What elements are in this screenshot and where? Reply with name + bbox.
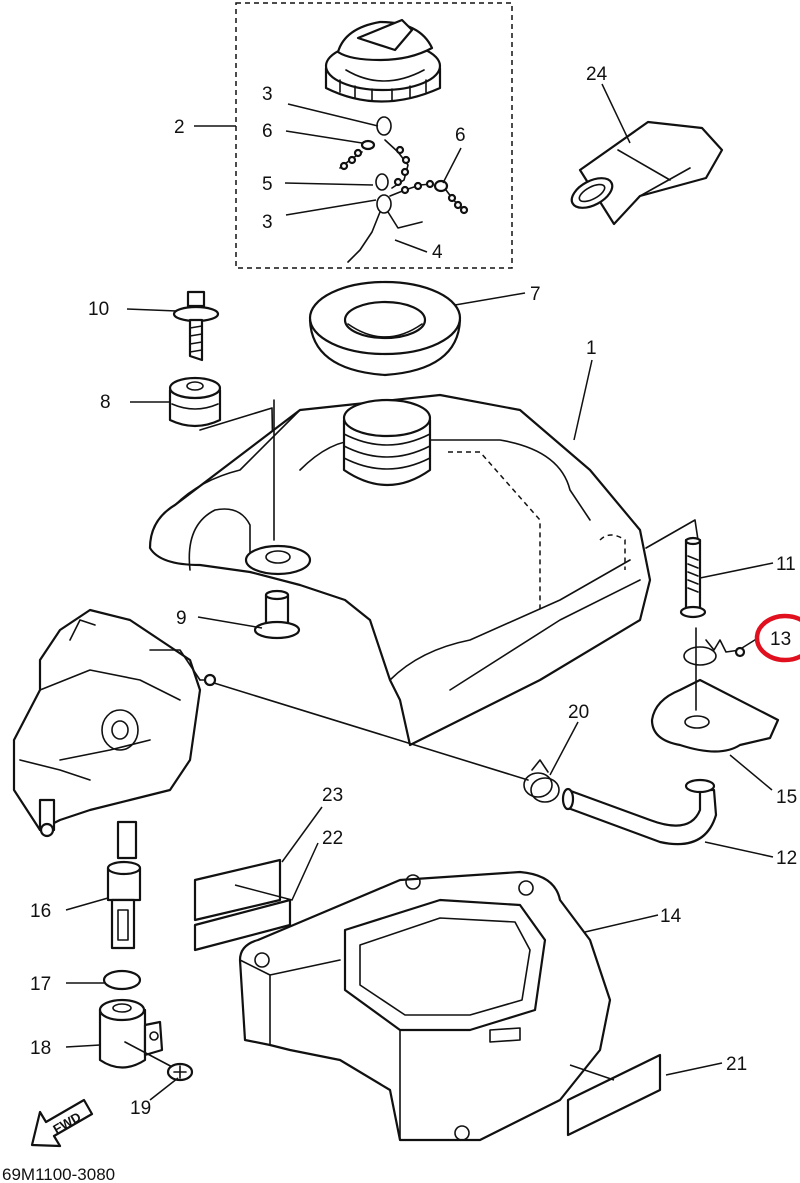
callout-10: 10 bbox=[88, 299, 109, 320]
part-21-label bbox=[566, 1053, 662, 1137]
part-18-joint bbox=[98, 998, 179, 1071]
carburetor bbox=[12, 608, 529, 838]
callout-16: 16 bbox=[30, 901, 51, 922]
callout-11: 11 bbox=[776, 554, 796, 575]
callout-22: 22 bbox=[322, 828, 343, 849]
part-1-fuel-tank bbox=[148, 393, 652, 747]
callout-6-right: 6 bbox=[455, 125, 466, 146]
part-19-screw bbox=[166, 1062, 194, 1082]
part-15-plate bbox=[650, 627, 780, 753]
callout-2: 2 bbox=[174, 117, 185, 138]
part-12-hose bbox=[561, 778, 718, 846]
fuel-cap bbox=[324, 18, 442, 103]
fuel-cap-assembly-group bbox=[235, 2, 513, 269]
decal-labels bbox=[193, 858, 662, 1137]
part-16-valve bbox=[106, 820, 142, 950]
callout-19: 19 bbox=[130, 1098, 151, 1119]
part-23-label bbox=[193, 858, 282, 922]
callout-14: 14 bbox=[660, 906, 682, 927]
part-9-collar bbox=[253, 589, 301, 640]
assembly-dashed-box bbox=[235, 2, 513, 269]
part-10-bolt bbox=[172, 290, 220, 362]
callout-1: 1 bbox=[586, 338, 597, 359]
callout-numbers: 1 2 3 3 4 5 6 6 7 8 9 10 11 12 13 14 15 … bbox=[30, 64, 797, 1119]
callout-9: 9 bbox=[176, 608, 187, 629]
part-11-filter bbox=[645, 519, 707, 619]
part-22-label bbox=[193, 898, 292, 952]
forward-arrow-icon: FWD bbox=[30, 1098, 94, 1148]
callout-12: 12 bbox=[776, 848, 797, 869]
part-14-base-housing bbox=[238, 870, 612, 1142]
callout-6-left: 6 bbox=[262, 121, 273, 142]
callout-3-lower: 3 bbox=[262, 212, 273, 233]
callout-24: 24 bbox=[586, 64, 608, 85]
leader-lines bbox=[65, 83, 774, 1101]
callout-7: 7 bbox=[530, 284, 541, 305]
part-20-hose-clip bbox=[523, 759, 560, 803]
callout-15: 15 bbox=[776, 787, 797, 808]
callout-5: 5 bbox=[262, 174, 273, 195]
part-24-air-duct bbox=[570, 120, 724, 226]
diagram-code: 69M1100-3080 bbox=[2, 1165, 115, 1183]
callout-17: 17 bbox=[30, 974, 51, 995]
callout-4: 4 bbox=[432, 242, 443, 263]
cap-chain bbox=[339, 116, 469, 263]
part-17-o-ring bbox=[102, 969, 142, 991]
callout-13: 13 bbox=[770, 629, 791, 650]
callout-18: 18 bbox=[30, 1038, 51, 1059]
callout-21: 21 bbox=[726, 1054, 747, 1075]
callout-3-upper: 3 bbox=[262, 84, 273, 105]
part-13-clip bbox=[683, 639, 746, 666]
highlight-circle bbox=[754, 613, 800, 663]
callout-23: 23 bbox=[322, 785, 343, 806]
part-7-grommet bbox=[308, 280, 462, 377]
part-8-damper bbox=[168, 376, 275, 521]
callout-8: 8 bbox=[100, 392, 111, 413]
callout-20: 20 bbox=[568, 702, 589, 723]
